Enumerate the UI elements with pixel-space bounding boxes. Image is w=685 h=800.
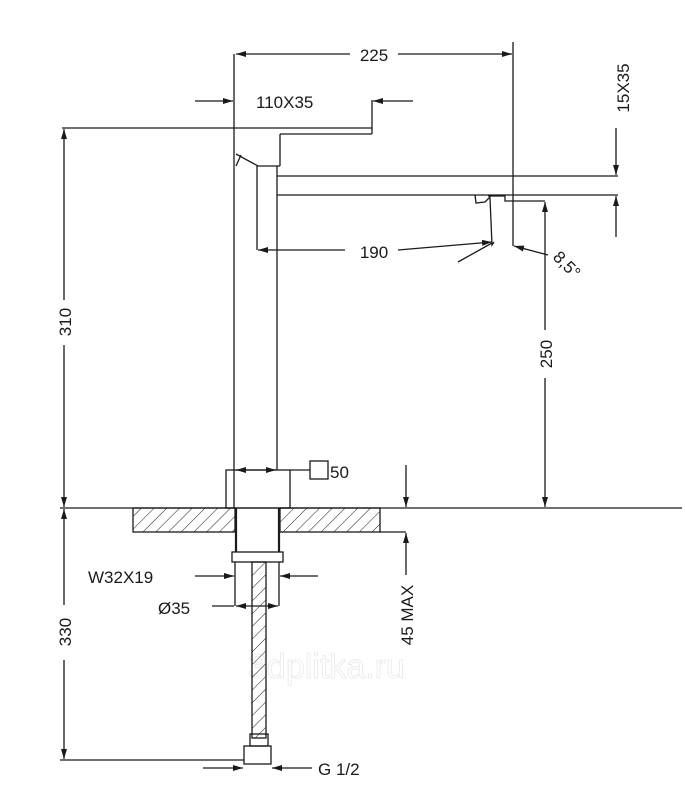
spout <box>277 175 618 248</box>
dim-15x35: 15X35 <box>613 63 633 237</box>
dim-label-110x35: 110X35 <box>256 93 313 112</box>
dim-w32x19: W32X19 <box>88 568 318 587</box>
dim-label-310: 310 <box>56 308 75 336</box>
dim-diameter-35: Ø35 <box>158 599 278 618</box>
dim-label-50: 50 <box>330 463 349 482</box>
square-section-icon <box>309 460 329 480</box>
faucet-body <box>233 54 280 508</box>
dim-base-50: 50 <box>236 460 349 482</box>
dim-label-190: 190 <box>360 243 388 262</box>
dim-45-max: 45 MAX <box>398 465 417 645</box>
dim-label-angle: 8,5° <box>549 247 584 282</box>
dim-g-half: G 1/2 <box>203 760 360 779</box>
dim-225: 225 <box>236 42 514 246</box>
dim-label-g-half: G 1/2 <box>318 760 360 779</box>
dim-110x35: 110X35 <box>195 93 413 112</box>
dim-angle: 8,5° <box>513 245 584 282</box>
dim-label-diameter-35: Ø35 <box>158 599 190 618</box>
dim-label-w32x19: W32X19 <box>88 568 153 587</box>
dim-label-45-max: 45 MAX <box>398 585 417 645</box>
watermark: 3dplitka.ru <box>248 648 405 686</box>
dim-label-250: 250 <box>537 340 556 368</box>
countertop-section <box>132 507 406 533</box>
handle-lever <box>62 100 373 166</box>
dim-190: 190 <box>258 239 493 263</box>
dim-330: 330 <box>56 509 244 761</box>
dim-label-330: 330 <box>56 618 75 646</box>
dim-250: 250 <box>537 202 556 507</box>
dim-310: 310 <box>56 129 75 507</box>
dim-label-225: 225 <box>360 46 388 65</box>
dim-label-15x35: 15X35 <box>614 63 633 112</box>
shank <box>231 508 284 606</box>
faucet-base <box>225 469 291 509</box>
